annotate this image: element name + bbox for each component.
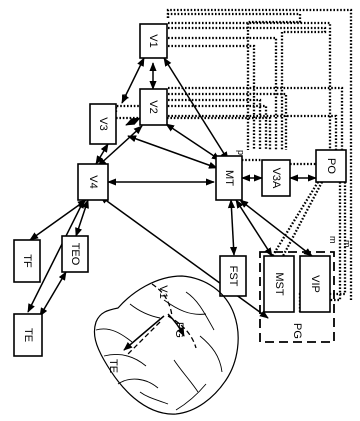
svg-text:MST: MST [273, 272, 285, 296]
annotation-m-1: m [328, 236, 338, 244]
brain-sulcus-5 [186, 292, 214, 330]
brain-label-pg: PG [173, 322, 185, 338]
svg-text:PO: PO [325, 158, 337, 174]
edge-mt-mst [236, 200, 272, 256]
dotted-v2-mt [168, 100, 260, 150]
area-box-te: TE [14, 314, 42, 356]
brain-sulcus-4 [164, 300, 206, 314]
area-box-v1: V1 [140, 24, 167, 58]
dotted-v2-v3a [168, 94, 286, 150]
edge-v4-tf [30, 200, 86, 240]
annotation-m-2: m [342, 240, 352, 248]
brain-sulcus-1 [96, 329, 132, 342]
svg-text:V4: V4 [87, 175, 99, 188]
edge-v2-mt [166, 124, 220, 160]
edge-mt-fst [231, 200, 234, 255]
area-box-teo: TEO [62, 236, 88, 272]
svg-text:V3A: V3A [270, 168, 282, 189]
svg-text:FST: FST [227, 266, 239, 287]
brain-arrow-to-te [124, 316, 164, 350]
brain-sulcus-8 [174, 360, 198, 392]
area-box-v2: V2 [140, 89, 167, 125]
annotation-d: d [120, 94, 130, 99]
annotation-p: p [236, 150, 246, 155]
area-box-tf: TF [14, 240, 40, 282]
dotted-v1-mt [168, 14, 300, 150]
svg-text:TEO: TEO [69, 243, 81, 266]
area-box-vip: VIP [300, 256, 330, 312]
brain-sulcus-7 [200, 336, 222, 372]
edge-v3-v4 [96, 144, 108, 164]
svg-text:MT: MT [223, 170, 235, 186]
brain-sulcus-6 [140, 392, 168, 404]
brain-sulcus-3 [118, 379, 158, 388]
area-box-mst: MST [264, 256, 294, 312]
dotted-v3-mt [116, 106, 266, 150]
brain-te-dash [126, 322, 160, 356]
svg-text:TF: TF [21, 254, 33, 268]
brain-sulcus-10 [176, 384, 206, 410]
dotted-v1-po [168, 23, 330, 150]
pg-label: PG [291, 323, 303, 339]
area-box-mt: MT [216, 156, 242, 200]
svg-text:V3: V3 [97, 117, 109, 130]
svg-text:V1: V1 [147, 34, 159, 47]
area-box-v3: V3 [90, 104, 116, 144]
svg-text:VIP: VIP [309, 275, 321, 293]
svg-text:V2: V2 [147, 100, 159, 113]
edge-v3-mt [128, 136, 217, 168]
dotted-v2-po-b [168, 116, 336, 150]
brain-label-te: TE [107, 359, 119, 373]
area-box-v4: V4 [78, 164, 108, 200]
brain-sulcus-9 [130, 304, 160, 318]
area-box-po: PO [316, 150, 346, 182]
brain-label-v1: V1 [157, 285, 169, 298]
area-box-v3a: V3A [262, 160, 290, 196]
svg-text:TE: TE [22, 328, 34, 342]
brain-illustration: V1 PG TE [94, 276, 238, 414]
area-box-fst: FST [220, 256, 246, 296]
